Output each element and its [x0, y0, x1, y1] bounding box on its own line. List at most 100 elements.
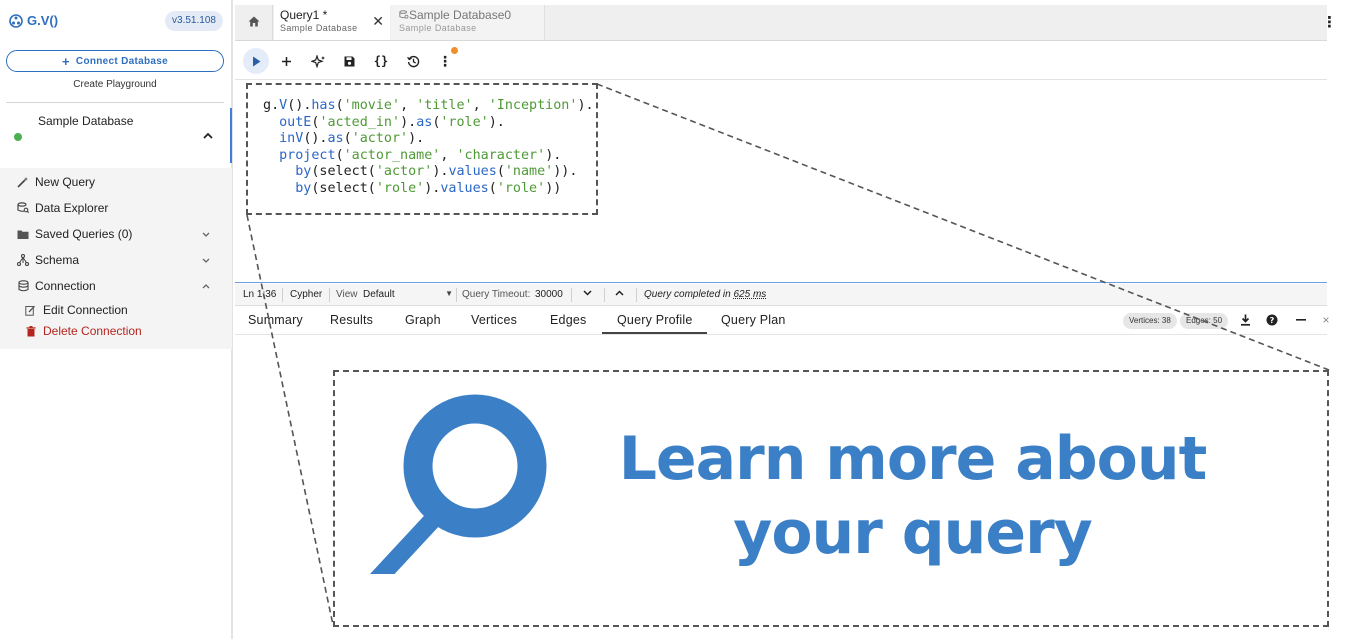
run-query-button[interactable] [243, 48, 269, 74]
help-icon[interactable]: ? [1265, 313, 1279, 327]
result-tabs: Summary Results Graph Vertices Edges Que… [235, 307, 1330, 335]
plus-icon: + [62, 53, 70, 69]
divider [329, 288, 330, 302]
connect-database-label: Connect Database [75, 55, 168, 67]
add-query-button[interactable] [273, 48, 299, 74]
code-line[interactable]: project('actor_name', 'character'). [263, 148, 594, 165]
code-token: g [263, 98, 272, 113]
ai-assist-button[interactable] [305, 48, 331, 74]
code-line[interactable]: by(select('actor').values('name')). [263, 164, 594, 181]
format-query-button[interactable]: {} [368, 48, 394, 74]
download-icon[interactable] [1238, 313, 1252, 327]
chevron-down-icon[interactable] [202, 255, 210, 265]
divider [604, 288, 605, 302]
app-logo[interactable]: G.V() [9, 13, 58, 28]
code-token: ( [488, 180, 497, 196]
code-token: by [295, 180, 312, 196]
database-card[interactable]: Sample Database [0, 108, 232, 163]
chevron-down-icon[interactable] [583, 288, 592, 299]
banner-title: Learn more about your query [618, 424, 1208, 568]
tab-vertices[interactable]: Vertices [471, 313, 518, 327]
query-history-button[interactable] [400, 48, 426, 74]
close-icon[interactable]: ✕ [372, 13, 384, 29]
save-icon [344, 56, 354, 66]
trash-icon [25, 325, 36, 337]
code-line[interactable]: by(select('role').values('role')) [263, 181, 594, 198]
chevron-down-icon[interactable] [202, 229, 210, 239]
minimize-icon[interactable] [1294, 313, 1308, 327]
divider [456, 288, 457, 302]
close-icon[interactable]: × [1322, 313, 1330, 327]
sidebar-item-saved-queries[interactable]: Saved Queries (0) [0, 223, 232, 245]
sidebar-item-schema[interactable]: Schema [0, 249, 232, 271]
chevron-up-icon[interactable] [203, 130, 213, 142]
tab-query-plan[interactable]: Query Plan [721, 313, 786, 327]
edit-connection-button[interactable]: Edit Connection [0, 300, 232, 320]
query-code[interactable]: g.V().has('movie', 'title', 'Inception')… [263, 98, 594, 197]
sidebar-item-data-explorer[interactable]: Data Explorer [0, 197, 232, 219]
database-search-icon [399, 10, 409, 19]
delete-connection-button[interactable]: Delete Connection [0, 321, 232, 341]
code-line[interactable]: outE('acted_in').as('role'). [263, 115, 594, 132]
tab-title: Sample Database0 [399, 8, 511, 22]
more-options-button[interactable]: ⋮ [432, 48, 458, 74]
query-timeout-label: Query Timeout: [462, 289, 531, 300]
code-token: ( [311, 114, 320, 130]
edit-connection-label: Edit Connection [43, 303, 128, 317]
home-button[interactable] [235, 5, 273, 40]
database-search-icon [17, 202, 29, 214]
tab-edges[interactable]: Edges [550, 313, 587, 327]
code-token: inV [279, 131, 304, 146]
code-token: 'role' [496, 180, 546, 196]
code-token: V [279, 98, 288, 113]
query-timeout-input[interactable]: 30000 [535, 289, 563, 300]
code-token: , [440, 147, 457, 163]
svg-text:?: ? [1270, 316, 1275, 325]
code-token: 'actor' [351, 131, 409, 146]
chevron-up-icon[interactable] [615, 288, 624, 299]
tab-title: Query1 * [280, 8, 328, 22]
query-completed-time: 625 ms [733, 289, 767, 300]
vertices-count-badge: Vertices: 38 [1123, 313, 1177, 329]
connect-database-button[interactable]: + Connect Database [6, 50, 224, 72]
callout-source-frame [246, 83, 598, 215]
create-playground-link[interactable]: Create Playground [73, 79, 157, 90]
sidebar-item-new-query[interactable]: New Query [0, 171, 232, 193]
divider [6, 102, 224, 103]
code-token: ( [335, 147, 344, 163]
sidebar-item-label: Data Explorer [35, 201, 109, 215]
code-token: ). [432, 164, 449, 179]
app-logo-text: G.V() [27, 13, 59, 28]
code-token: as [327, 131, 344, 146]
delete-connection-label: Delete Connection [43, 324, 142, 338]
code-token: 'movie' [343, 98, 401, 113]
graph-logo-icon [9, 13, 23, 28]
code-line[interactable]: g.V().has('movie', 'title', 'Inception')… [263, 98, 594, 115]
query-language[interactable]: Cypher [290, 289, 323, 300]
edges-count-badge: Edges: 50 [1180, 313, 1229, 329]
play-icon [252, 56, 260, 66]
code-token: by [295, 164, 312, 179]
more-vertical-icon[interactable]: ⋮ [1322, 14, 1337, 31]
code-line[interactable]: inV().as('actor'). [263, 131, 594, 148]
save-query-button[interactable] [336, 48, 362, 74]
tab-title-text: Sample Database0 [409, 8, 512, 22]
query-profile-banner: Learn more about your query [333, 370, 1329, 627]
sparkle-icon [310, 54, 325, 68]
code-token: ). [577, 98, 594, 113]
magnifier-icon [370, 394, 547, 574]
view-select[interactable]: Default ▼ [360, 287, 455, 303]
tab-query-profile[interactable]: Query Profile [617, 313, 693, 327]
divider [636, 288, 637, 302]
chevron-up-icon[interactable] [202, 281, 210, 291]
tab-sample-database0[interactable]: Sample Database0 Sample Database [391, 5, 545, 40]
code-token: (select( [311, 164, 376, 179]
sidebar: G.V() v3.51.108 + Connect Database Creat… [0, 0, 233, 639]
query-tab-bar: Query1 * Sample Database ✕ Sample Databa… [235, 5, 1337, 41]
tab-results[interactable]: Results [330, 313, 374, 327]
sidebar-item-connection[interactable]: Connection [0, 275, 232, 297]
tab-summary[interactable]: Summary [248, 313, 303, 327]
tab-graph[interactable]: Graph [405, 313, 441, 327]
tab-query1[interactable]: Query1 * Sample Database ✕ [274, 5, 390, 40]
divider [571, 288, 572, 302]
